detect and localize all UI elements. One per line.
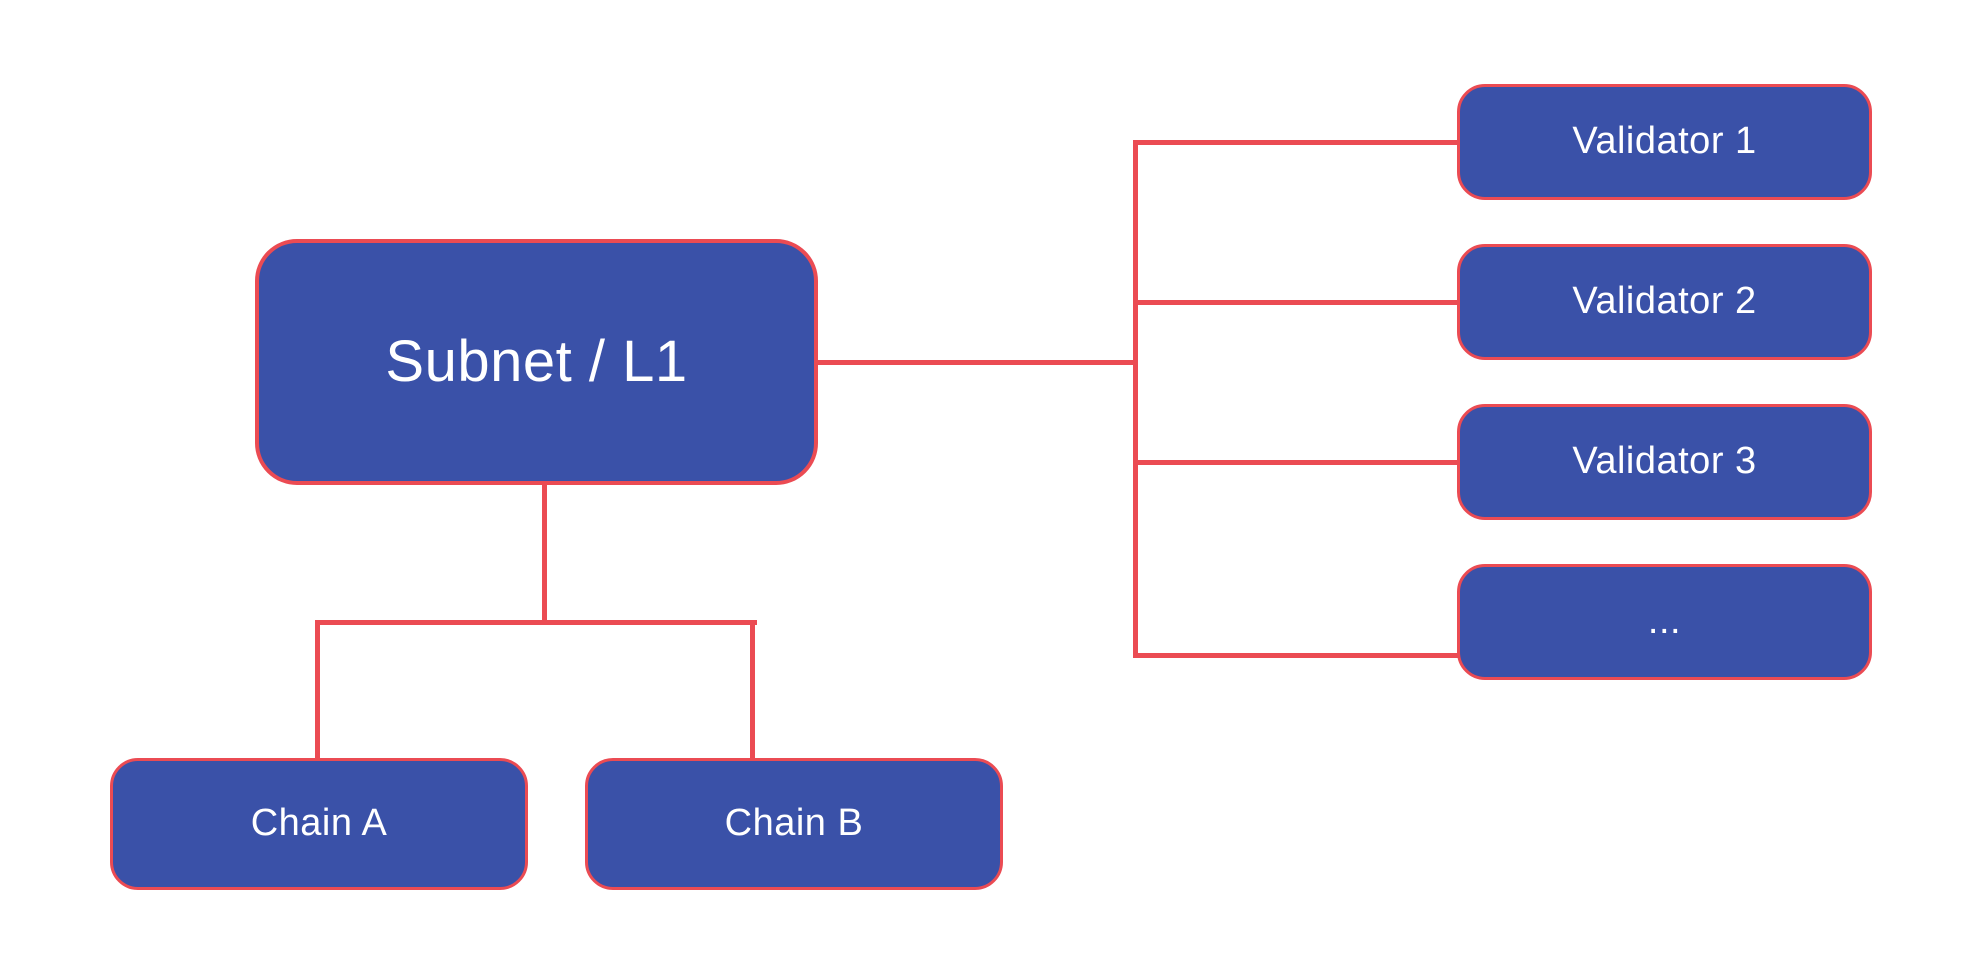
validator-1-node: Validator 1 — [1457, 84, 1872, 200]
chain-b-node: Chain B — [585, 758, 1003, 890]
connector-to-validator-more — [1135, 653, 1459, 658]
connector-chain-branch — [315, 620, 757, 625]
subnet-l1-node: Subnet / L1 — [255, 239, 818, 485]
connector-to-validator-1 — [1135, 140, 1459, 145]
connector-validator-spine — [1133, 140, 1138, 658]
connector-to-chain-a — [315, 620, 320, 760]
validator-3-node: Validator 3 — [1457, 404, 1872, 520]
validator-2-node: Validator 2 — [1457, 244, 1872, 360]
connector-subnet-drop — [542, 483, 547, 623]
connector-to-validator-2 — [1135, 300, 1459, 305]
validator-more-node: ... — [1457, 564, 1872, 680]
connector-to-validator-3 — [1135, 460, 1459, 465]
connector-subnet-to-spine — [816, 360, 1138, 365]
chain-a-node: Chain A — [110, 758, 528, 890]
connector-to-chain-b — [750, 620, 755, 760]
